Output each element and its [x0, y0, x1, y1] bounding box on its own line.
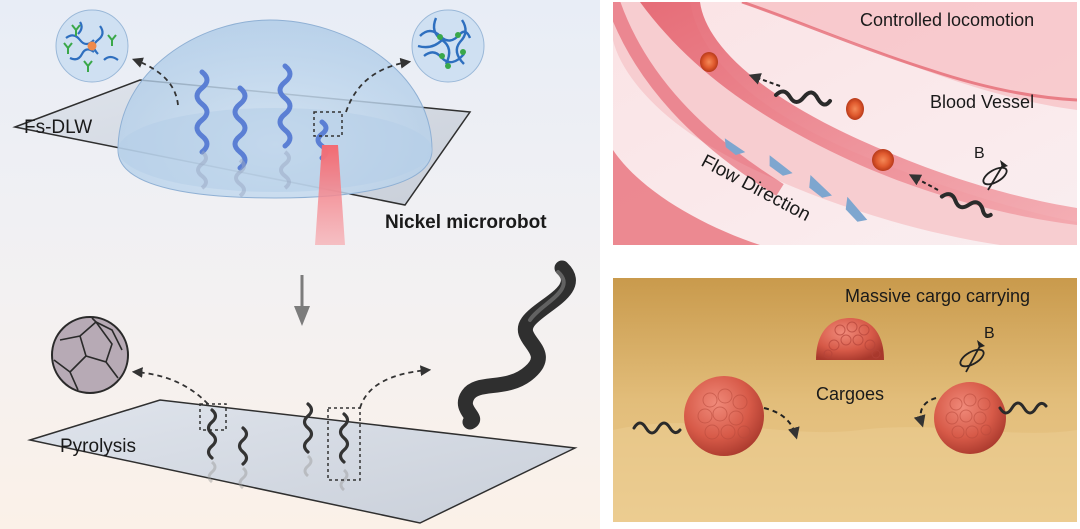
locomotion-arrow	[748, 73, 781, 87]
cargo-microrobot-right	[998, 401, 1048, 415]
microrobot-zoom-box	[327, 407, 361, 481]
pyrolyzed-helix	[206, 408, 218, 460]
fs-dlw-label: Fs-DLW	[24, 117, 92, 138]
magnetic-field-label-cargo: B	[984, 325, 995, 342]
arrow-to-network-icon	[345, 57, 412, 113]
magnetic-field-icon	[959, 340, 985, 373]
cargoes-label: Cargoes	[816, 384, 884, 404]
arrow-to-grain-icon	[131, 367, 209, 405]
polymer-network-icon	[55, 9, 129, 83]
cargo-push-arrow-right	[913, 397, 937, 428]
cargo-panel: Massive cargo carrying Cargoes	[613, 278, 1077, 522]
pyrolyzed-helix	[237, 426, 249, 466]
pyrolyzed-helix-group	[206, 402, 350, 466]
vessel-wall-edge	[741, 2, 1077, 102]
controlled-locomotion-label: Controlled locomotion	[860, 10, 1034, 30]
helix-highlight	[528, 270, 566, 322]
red-blood-cell	[872, 149, 894, 171]
printed-helix	[194, 69, 210, 155]
red-blood-cell	[700, 52, 718, 72]
cargo-texture	[823, 321, 881, 359]
massive-cargo-carrying-label: Massive cargo carrying	[845, 286, 1030, 306]
magnetic-field-icon	[982, 160, 1008, 191]
cargo-texture	[697, 388, 751, 440]
carbon-grain-icon	[51, 316, 129, 394]
blood-vessel-panel: Flow Direction Controlled locomotion Blo…	[613, 2, 1077, 245]
vessel-inner-wall	[640, 2, 1077, 225]
pyrolysis-label: Pyrolysis	[60, 436, 136, 457]
process-down-arrow	[294, 275, 310, 326]
pyrolysis-zoom-box	[199, 403, 227, 431]
vessel-curvature	[613, 2, 784, 196]
laser-focus-box	[313, 111, 343, 137]
cargo-sphere	[684, 376, 764, 456]
dome-base	[118, 108, 432, 192]
sand-ripple	[613, 422, 1077, 522]
vessel-microrobot	[939, 192, 993, 218]
locomotion-arrow	[908, 174, 939, 191]
vessel-lower-wall	[613, 150, 760, 245]
pyrolyzed-helix	[338, 412, 350, 464]
pyrolyzed-helix	[302, 402, 314, 454]
red-blood-cell	[846, 98, 864, 120]
nickel-microrobot-label: Nickel microrobot	[385, 212, 547, 233]
arrow-to-monomer-icon	[131, 57, 179, 106]
vessel-microrobot	[774, 89, 832, 107]
cargo-microrobot-left	[632, 421, 682, 435]
printed-helix	[277, 63, 293, 149]
magnetic-field-label-vessel: B	[974, 145, 985, 162]
cargo-texture	[945, 393, 992, 439]
lower-glass-slide	[27, 399, 578, 524]
cargo-sphere	[934, 382, 1006, 454]
cargo-push-arrow-left	[763, 407, 800, 440]
laser-beam	[315, 145, 345, 245]
printed-helix	[232, 85, 248, 171]
flow-arrows	[724, 138, 868, 222]
crosslinked-network-icon	[411, 9, 485, 83]
blood-vessel-label: Blood Vessel	[930, 92, 1034, 112]
helix-reflections	[196, 150, 291, 198]
